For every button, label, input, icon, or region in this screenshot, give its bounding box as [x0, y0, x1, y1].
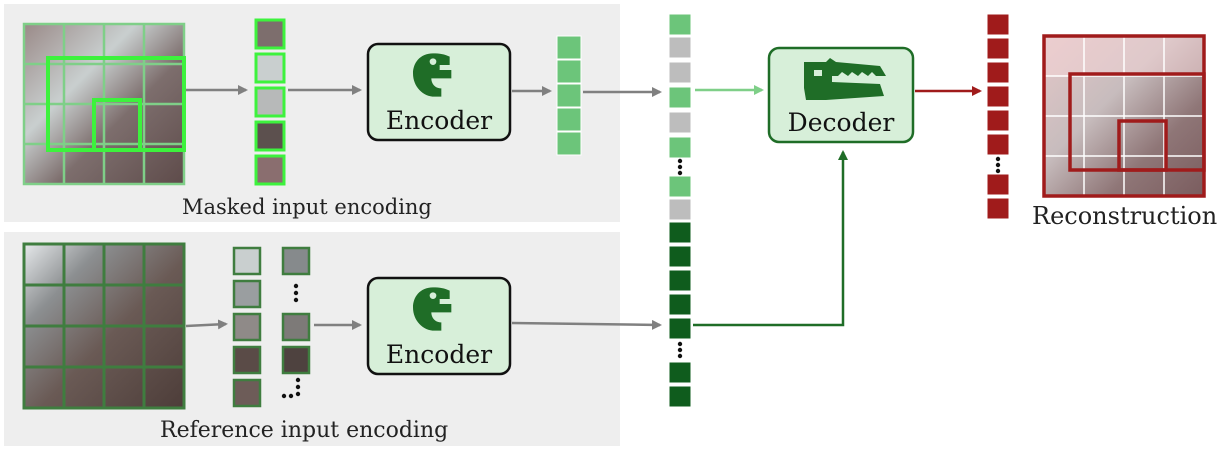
reference-patches — [232, 246, 311, 408]
output-tokens — [986, 13, 1010, 220]
vertical-ellipsis-icon — [677, 158, 683, 359]
masked-encoder-label: Encoder — [385, 106, 493, 135]
reference-encoder-label: Encoder — [385, 340, 493, 369]
crocodile-head-icon — [804, 58, 886, 100]
masked-encoder-box — [366, 42, 512, 142]
arrow-reference-to-decoder — [693, 150, 848, 327]
reference-input-image — [22, 242, 186, 410]
vertical-ellipsis-icon — [281, 283, 301, 399]
reconstruction-caption: Reconstruction — [1032, 202, 1218, 230]
token-sequence — [668, 13, 692, 408]
decoder-box — [767, 46, 915, 144]
masked-caption: Masked input encoding — [182, 195, 432, 219]
reference-encoder-box — [366, 276, 512, 376]
reconstruction-image — [1042, 34, 1206, 198]
masked-patch-column — [254, 18, 286, 186]
masked-input-image — [22, 22, 186, 186]
decoder-label: Decoder — [787, 108, 895, 137]
reference-caption: Reference input encoding — [160, 418, 449, 443]
arrow-ref-encoder-to-sequence — [511, 319, 662, 330]
vertical-ellipsis-icon — [995, 156, 1001, 174]
masked-output-tokens — [556, 35, 582, 156]
arrow-ref-image-to-patches — [185, 319, 228, 330]
